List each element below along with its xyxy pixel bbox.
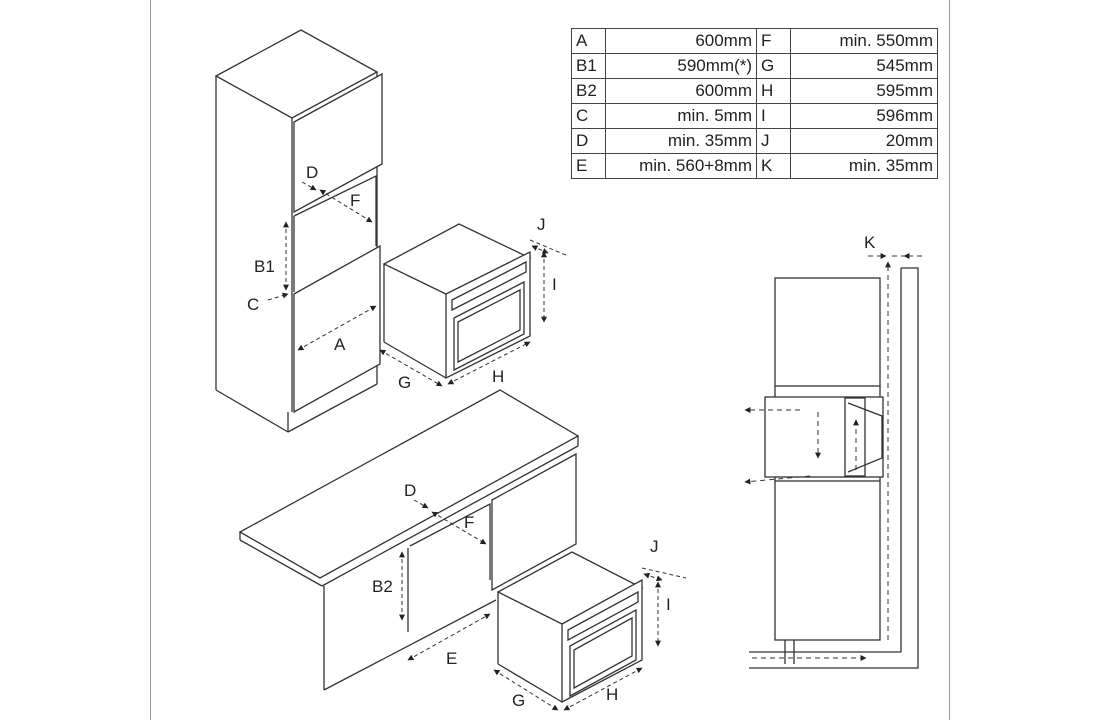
table-row: D min. 35mm J 20mm [571, 128, 938, 154]
oven-bottom-control-panel [567, 590, 639, 642]
base-door [491, 452, 577, 592]
key-cell: F [756, 28, 791, 54]
label-j: J [650, 537, 659, 556]
label-e: E [446, 649, 457, 668]
dim-e-line [407, 613, 491, 661]
dim-h-line [447, 341, 531, 385]
table-row: E min. 560+8mm K min. 35mm [571, 153, 938, 179]
dimensions-table: A 600mm F min. 550mm B1 590mm(*) G 545mm… [571, 28, 938, 179]
tall-cabinet-plinth-front [287, 383, 378, 433]
label-d: D [404, 481, 416, 500]
label-a: A [334, 335, 346, 354]
side-oven-rear [847, 402, 883, 473]
dim-j-line [529, 239, 569, 257]
label-k: K [864, 233, 876, 252]
dim-g-line [493, 669, 559, 711]
label-g: G [512, 691, 525, 710]
label-i: I [666, 595, 671, 614]
lower-door [293, 244, 381, 414]
label-i: I [552, 275, 557, 294]
value-cell: min. 35mm [790, 153, 938, 179]
key-cell: G [756, 53, 791, 79]
dim-g-line [379, 349, 443, 387]
tall-cabinet-plinth [215, 389, 289, 433]
label-f: F [464, 513, 474, 532]
label-f: F [350, 191, 360, 210]
label-j: J [537, 215, 546, 234]
left-frame-line [150, 0, 151, 720]
upper-door [293, 72, 383, 214]
oven-bottom-dimensions [493, 567, 687, 711]
value-cell: min. 560+8mm [605, 153, 757, 179]
oven-bottom-base [497, 663, 563, 703]
right-frame-line [949, 0, 950, 720]
side-upper-cabinet [774, 277, 881, 387]
oven-top [382, 223, 532, 380]
label-h: H [606, 685, 618, 704]
side-view [749, 267, 919, 669]
side-oven-fan-housing [844, 397, 866, 477]
dim-j-arrow [643, 572, 663, 582]
side-oven-body [764, 396, 884, 478]
key-cell: K [756, 153, 791, 179]
dim-f-line [431, 511, 487, 545]
dim-a-line [297, 305, 377, 351]
worktop-front-bottom [239, 539, 323, 587]
value-cell: 20mm [790, 128, 938, 154]
label-c: C [247, 295, 259, 314]
side-view-airflow [744, 253, 922, 661]
label-d: D [306, 163, 318, 182]
base-cabinet-dimensions [399, 499, 491, 661]
key-cell: J [756, 128, 791, 154]
label-g: G [398, 373, 411, 392]
oven-top-control-panel [451, 260, 527, 312]
dim-d-line [301, 181, 317, 191]
label-b2: B2 [372, 577, 393, 596]
dim-f-line [319, 189, 373, 223]
value-cell: 600mm [605, 78, 757, 104]
label-h: H [492, 367, 504, 386]
dim-j-line [641, 567, 687, 579]
oven-top-dimensions [379, 239, 569, 387]
dim-d-line [413, 499, 429, 509]
side-lower-cabinet [774, 480, 881, 641]
oven-top-bottom [383, 341, 447, 379]
tall-cabinet-dimensions [267, 181, 377, 351]
value-cell: min. 550mm [790, 28, 938, 54]
label-b1: B1 [254, 257, 275, 276]
key-cell: C [571, 103, 606, 129]
side-wall [749, 267, 919, 669]
dim-h-line [563, 667, 643, 711]
dim-c-line [267, 292, 289, 301]
table-row: A 600mm F min. 550mm [571, 28, 938, 54]
base-bottom-edge [323, 599, 497, 691]
airflow-bottom-exhaust [744, 475, 811, 485]
tall-cabinet [214, 29, 383, 433]
base-cabinet [238, 389, 580, 691]
value-cell: min. 35mm [605, 128, 757, 154]
key-cell: H [756, 78, 791, 104]
